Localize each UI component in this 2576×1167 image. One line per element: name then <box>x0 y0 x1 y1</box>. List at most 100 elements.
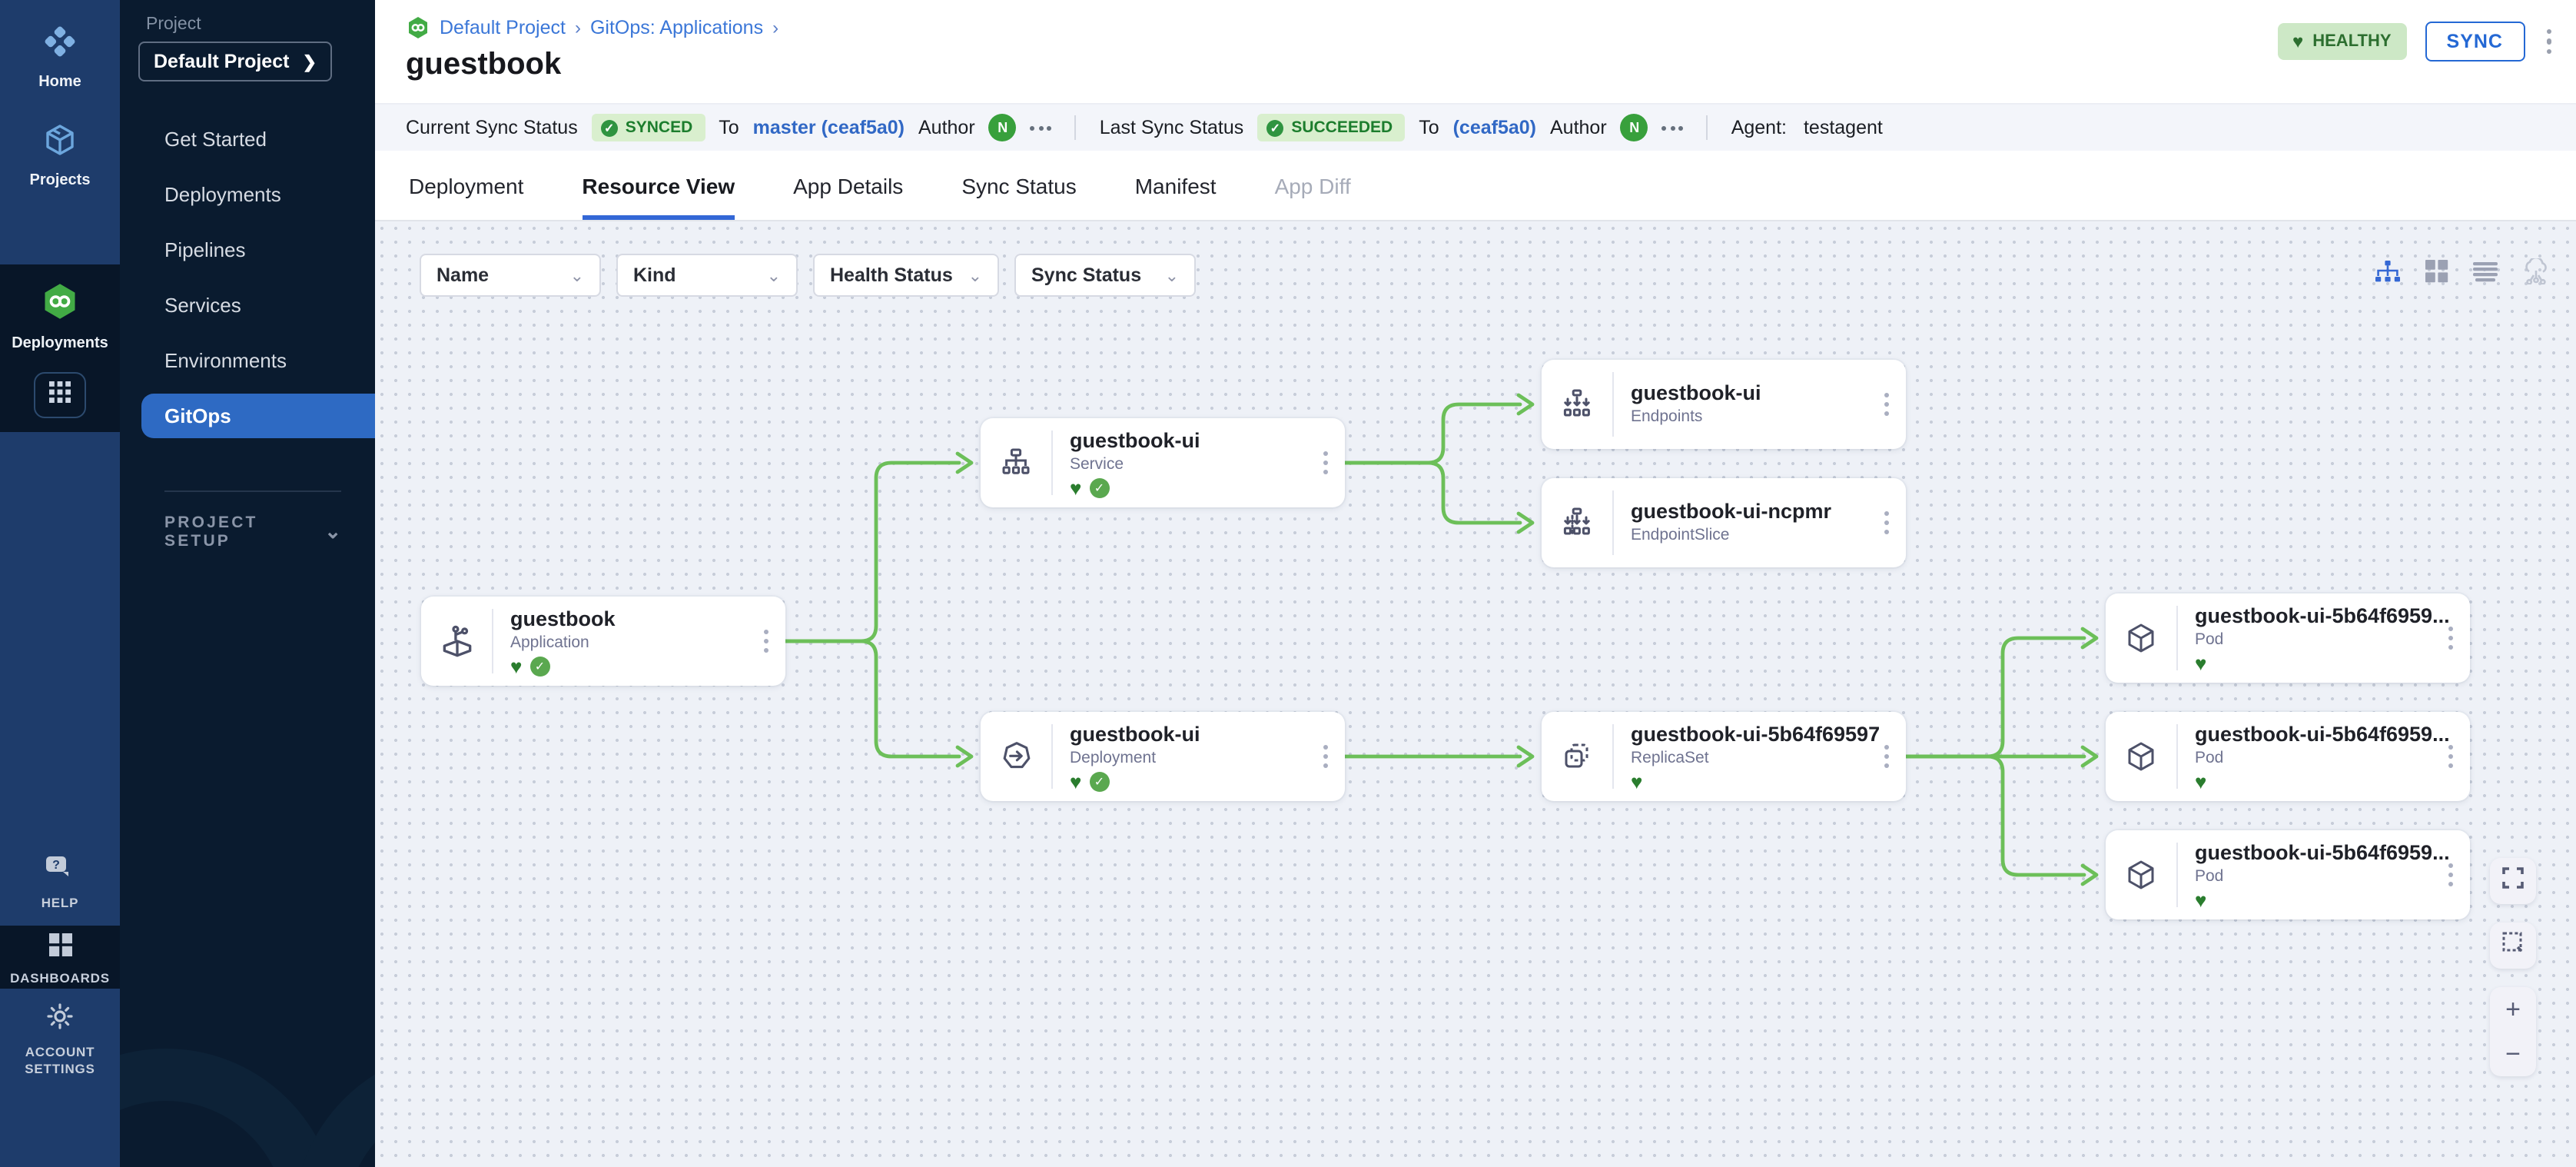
node-pod-2[interactable]: guestbook-ui-5b64f6959... Pod ♥ <box>2106 712 2470 801</box>
node-menu-button[interactable] <box>2445 860 2456 889</box>
kind-filter-dropdown[interactable]: Kind⌄ <box>616 254 798 297</box>
sidebar-item-pipelines[interactable]: Pipelines <box>164 238 246 261</box>
node-pod-1[interactable]: guestbook-ui-5b64f6959... Pod ♥ <box>2106 593 2470 683</box>
zoom-in-button[interactable]: + <box>2505 994 2521 1023</box>
sidebar-item-get-started[interactable]: Get Started <box>164 127 267 150</box>
module-section-spacer: ? HELP <box>0 432 120 926</box>
node-badges: ♥ ✓ <box>510 656 785 676</box>
node-endpoints-guestbook-ui[interactable]: guestbook-ui Endpoints <box>1542 360 1906 449</box>
pod-icon <box>2106 712 2176 801</box>
chevron-down-icon: ⌄ <box>1164 267 1179 285</box>
sidebar-item-projects[interactable]: Projects <box>0 105 120 203</box>
more-options-icon[interactable] <box>1030 125 1052 130</box>
node-menu-button[interactable] <box>1881 390 1892 419</box>
node-title: guestbook-ui-5b64f6959... <box>2195 722 2450 745</box>
divider <box>2176 843 2178 907</box>
node-badges: ♥ <box>2195 653 2470 673</box>
node-badges: ♥ <box>2195 889 2470 909</box>
sidebar-item-services[interactable]: Services <box>164 293 241 316</box>
deployments-icon <box>40 281 80 329</box>
divider <box>1612 724 1614 789</box>
dashboards-icon <box>48 933 71 964</box>
svg-text:?: ? <box>52 859 60 872</box>
projects-icon <box>41 121 78 166</box>
module-section-top: Home Projects <box>0 0 120 264</box>
succeeded-badge: ✓ SUCCEEDED <box>1257 114 1406 141</box>
sidebar-item-deployments[interactable]: Deployments <box>164 182 281 205</box>
healthy-heart-icon: ♥ <box>1070 770 1082 793</box>
project-setup-toggle[interactable]: PROJECT SETUP ⌄ <box>164 514 341 550</box>
node-pod-3[interactable]: guestbook-ui-5b64f6959... Pod ♥ <box>2106 830 2470 919</box>
fullscreen-icon <box>2502 866 2524 896</box>
breadcrumb-link-gitops-applications[interactable]: GitOps: Applications <box>589 17 764 38</box>
node-menu-button[interactable] <box>1881 742 1892 771</box>
node-kind: Endpoints <box>1631 407 1703 426</box>
sidebar-item-environments[interactable]: Environments <box>164 348 287 371</box>
health-status-filter-dropdown[interactable]: Health Status⌄ <box>813 254 999 297</box>
sidebar-item-help[interactable]: ? HELP <box>0 838 120 926</box>
node-title: guestbook-ui-5b64f6959... <box>2195 603 2450 627</box>
module-sidebar: Home Projects Deployments <box>0 0 120 1167</box>
more-options-icon[interactable] <box>1661 125 1684 130</box>
resource-tree-canvas[interactable]: Name⌄ Kind⌄ Health Status⌄ Sync Status⌄ <box>375 221 2576 1167</box>
node-title: guestbook-ui <box>1631 381 1761 404</box>
select-area-button[interactable] <box>2490 923 2536 969</box>
sidebar-item-home[interactable]: Home <box>0 6 120 105</box>
module-switcher-button[interactable] <box>34 372 86 418</box>
grid-view-icon[interactable] <box>2425 260 2448 291</box>
sidebar-item-dashboards[interactable]: DASHBOARDS <box>0 926 120 993</box>
node-title: guestbook-ui-5b64f6959... <box>2195 840 2450 863</box>
node-replicaset-guestbook-ui-5b64f69597[interactable]: guestbook-ui-5b64f69597 ReplicaSet ♥ <box>1542 712 1906 801</box>
name-filter-dropdown[interactable]: Name⌄ <box>420 254 601 297</box>
node-menu-button[interactable] <box>2445 742 2456 771</box>
page-header: Default Project › GitOps: Applications ›… <box>375 0 2576 103</box>
tab-sync-status[interactable]: Sync Status <box>961 173 1077 198</box>
node-kind: EndpointSlice <box>1631 526 1730 544</box>
tab-deployment[interactable]: Deployment <box>409 173 524 198</box>
node-menu-button[interactable] <box>1320 742 1331 771</box>
app-menu-button[interactable] <box>2543 26 2554 58</box>
node-deployment-guestbook-ui[interactable]: guestbook-ui Deployment ♥ ✓ <box>981 712 1345 801</box>
node-service-guestbook-ui[interactable]: guestbook-ui Service ♥ ✓ <box>981 418 1345 507</box>
network-map-icon[interactable] <box>2522 256 2550 292</box>
node-menu-button[interactable] <box>1320 448 1331 477</box>
divider <box>164 490 341 492</box>
list-view-icon[interactable] <box>2473 261 2498 290</box>
tree-view-icon[interactable] <box>2375 259 2401 291</box>
chevron-down-icon: ⌄ <box>324 520 341 543</box>
replicaset-icon <box>1542 712 1612 801</box>
current-sync-target-link[interactable]: master (ceaf5a0) <box>752 117 905 138</box>
synced-check-icon: ✓ <box>1089 477 1110 497</box>
module-label: Deployments <box>12 335 108 352</box>
node-application-guestbook[interactable]: guestbook Application ♥ ✓ <box>421 597 785 686</box>
tab-manifest[interactable]: Manifest <box>1134 173 1217 198</box>
zoom-out-button[interactable]: − <box>2505 1039 2521 1068</box>
sidebar-item-account-settings[interactable]: ACCOUNT SETTINGS <box>0 989 120 1092</box>
healthy-heart-icon: ♥ <box>2195 651 2207 674</box>
tab-resource-view[interactable]: Resource View <box>582 151 735 220</box>
node-menu-button[interactable] <box>761 627 772 656</box>
node-menu-button[interactable] <box>2445 623 2456 653</box>
fullscreen-button[interactable] <box>2490 858 2536 904</box>
tab-app-diff[interactable]: App Diff <box>1274 173 1351 198</box>
module-label: ACCOUNT SETTINGS <box>25 1044 95 1076</box>
sync-button[interactable]: SYNC <box>2425 22 2525 62</box>
breadcrumb-link-project[interactable]: Default Project <box>440 17 566 38</box>
module-label: Home <box>38 74 81 91</box>
tab-app-details[interactable]: App Details <box>793 173 904 198</box>
project-selector-value: Default Project <box>154 51 290 72</box>
health-status-badge: ♥ HEALTHY <box>2277 23 2407 60</box>
node-title: guestbook-ui <box>1070 722 1200 745</box>
check-icon: ✓ <box>1266 119 1284 136</box>
sidebar-item-deployments[interactable]: Deployments <box>0 264 120 366</box>
node-menu-button[interactable] <box>1881 508 1892 537</box>
endpointslice-icon <box>1542 478 1612 567</box>
header-actions: ♥ HEALTHY SYNC <box>2277 22 2554 62</box>
node-endpointslice-guestbook-ui-ncpmr[interactable]: guestbook-ui-ncpmr EndpointSlice <box>1542 478 1906 567</box>
sync-status-filter-dropdown[interactable]: Sync Status⌄ <box>1014 254 1196 297</box>
grid-icon <box>49 381 71 410</box>
sidebar-item-gitops[interactable]: GitOps <box>141 394 375 438</box>
last-sync-target-link[interactable]: (ceaf5a0) <box>1452 117 1536 138</box>
zoom-control: + − <box>2490 987 2536 1076</box>
project-selector[interactable]: Default Project ❯ <box>138 42 332 81</box>
